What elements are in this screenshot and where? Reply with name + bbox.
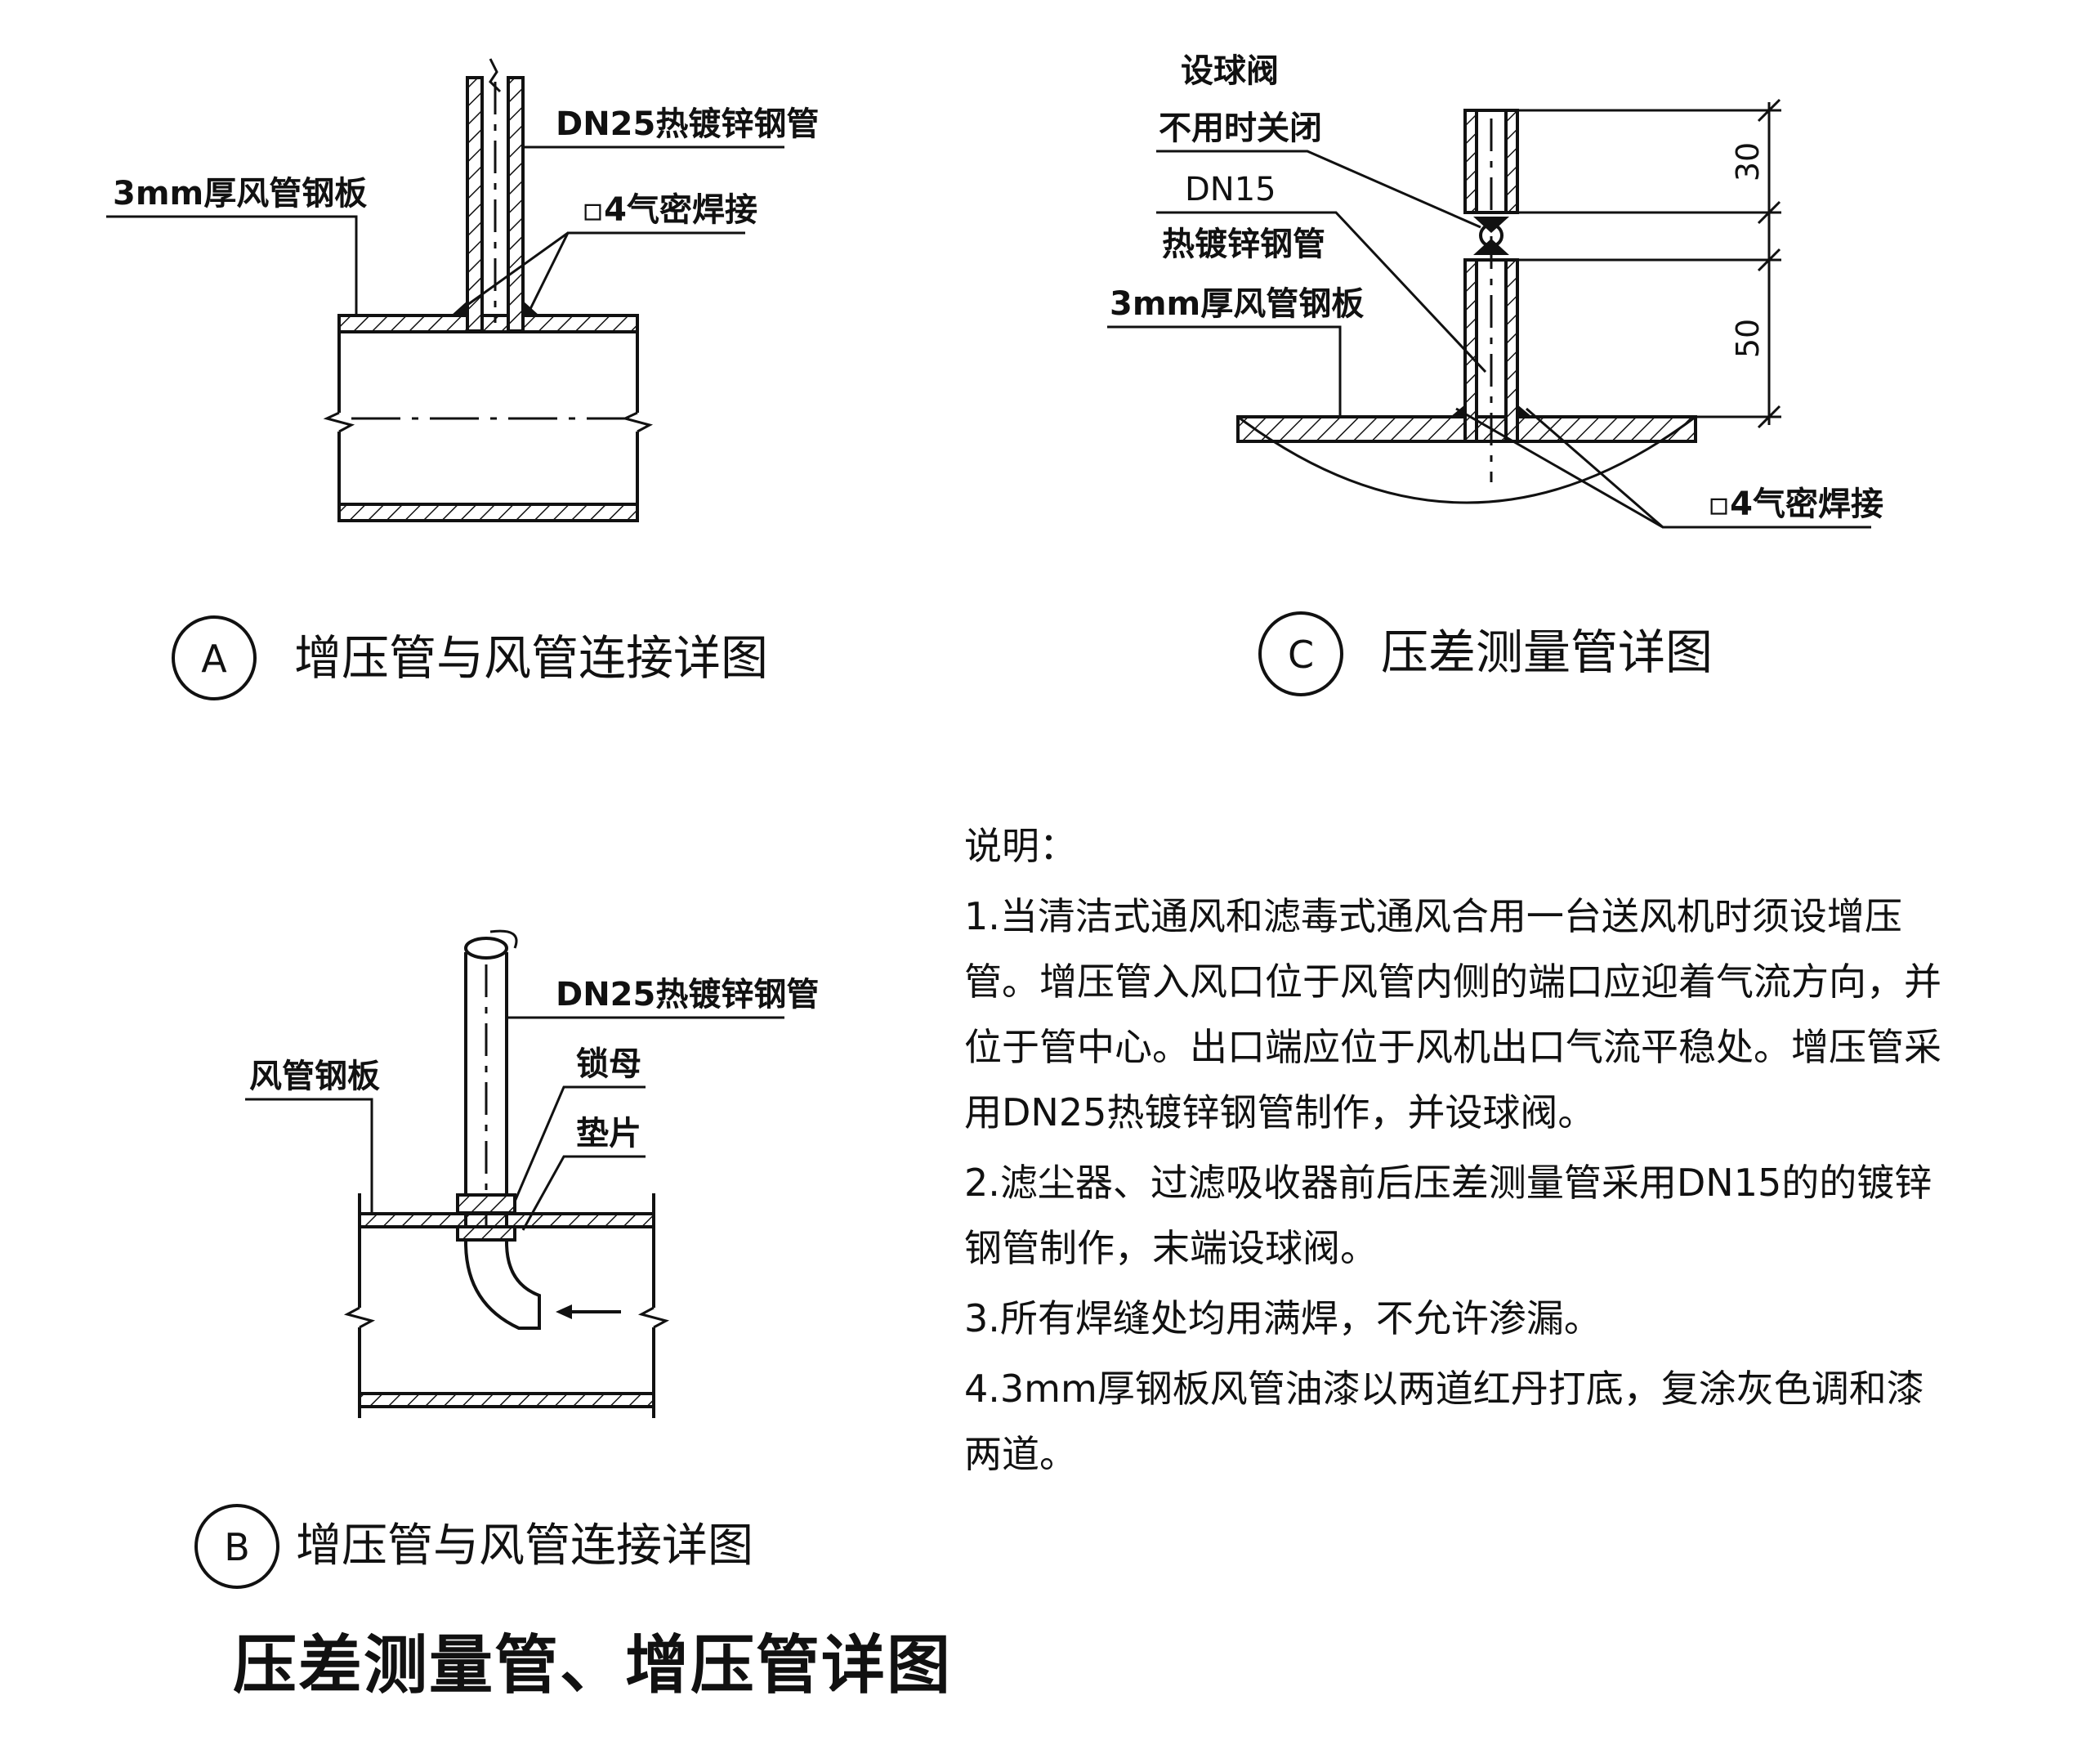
detail-c-pipe-label-2: 热镀锌钢管 — [1162, 226, 1325, 263]
detail-c-upper-pipe-left — [1463, 109, 1478, 214]
detail-a-duct-bottom-wall — [337, 503, 639, 522]
detail-a-pipe-right-wall — [507, 76, 525, 333]
detail-a-weld-leader — [528, 231, 745, 311]
detail-b-drawing — [245, 929, 784, 1418]
detail-c-upper-pipe-right — [1504, 109, 1519, 214]
detail-c-mark-circle — [1258, 611, 1343, 696]
detail-c-mark: C — [1288, 633, 1314, 677]
detail-b-caption: 增压管与风管连接详图 — [296, 1519, 753, 1573]
sheet-title: 压差测量管、增压管详图 — [233, 1629, 953, 1703]
detail-c-valve-label-2: 不用时关闭 — [1159, 110, 1322, 147]
detail-c-lower-pipe-right — [1504, 258, 1519, 443]
detail-b-washer — [456, 1225, 516, 1242]
detail-c-pipe-leader — [1156, 211, 1487, 374]
detail-a-pipe-label: DN25热镀锌钢管 — [556, 105, 819, 143]
detail-b-plate-label: 风管钢板 — [249, 1058, 380, 1095]
detail-c-valve-leader — [1156, 150, 1481, 229]
detail-a-pipe-left-wall — [466, 76, 484, 333]
detail-c-caption: 压差测量管详图 — [1381, 624, 1713, 680]
notes-item-2: 2.滤尘器、过滤吸收器前后压差测量管采用DN15的的镀锌钢管制作，末端设球阀。 — [964, 1161, 1932, 1270]
detail-b-locknut-label: 锁母 — [576, 1045, 641, 1083]
detail-b-pipe-label: DN25热镀锌钢管 — [556, 976, 819, 1013]
detail-c-plate-label: 3mm厚风管钢板 — [1110, 285, 1364, 323]
detail-a-duct-top-wall — [337, 314, 639, 333]
detail-b-mark: B — [224, 1525, 250, 1569]
detail-c-weld-label: ▫4气密焊接 — [1708, 485, 1883, 523]
detail-b-washer-leader — [521, 1155, 646, 1231]
detail-b-locknut-leader — [513, 1085, 646, 1202]
detail-a-mark-circle — [172, 615, 257, 700]
detail-a-weld-label: ▫4气密焊接 — [582, 191, 757, 229]
detail-a-mark: A — [201, 637, 227, 681]
detail-a-plate-leader — [106, 215, 358, 315]
detail-a-caption: 增压管与风管连接详图 — [294, 630, 768, 686]
detail-b-plate-leader — [245, 1098, 373, 1214]
detail-a-drawing — [106, 58, 784, 522]
detail-c-dim-upper: 30 — [1730, 142, 1766, 181]
detail-c-valve-label-1: 设球阀 — [1181, 52, 1279, 90]
notes-heading: 说明： — [964, 824, 1077, 868]
notes-item-3: 3.所有焊缝处均用满焊，不允许渗漏。 — [964, 1296, 1602, 1340]
detail-b-airflow-arrow — [556, 1304, 572, 1319]
detail-c-plate-leader — [1107, 325, 1342, 417]
detail-c-dim-lower: 50 — [1730, 319, 1766, 358]
detail-b-mark-circle — [194, 1504, 279, 1589]
notes-block: 说明： 1.当清洁式通风和滤毒式通风合用一台送风机时须设增压管。增压管入风口位于… — [964, 813, 1945, 1492]
detail-c-pipe-label-1: DN15 — [1185, 171, 1276, 208]
notes-item-4: 4.3mm厚钢板风管油漆以两道红丹打底，复涂灰色调和漆两道。 — [964, 1367, 1924, 1476]
notes-item-1: 1.当清洁式通风和滤毒式通风合用一台送风机时须设增压管。增压管入风口位于风管内侧… — [964, 894, 1941, 1134]
detail-b-locknut — [456, 1193, 516, 1215]
detail-b-washer-label: 垫片 — [576, 1115, 641, 1152]
detail-a-plate-label: 3mm厚风管钢板 — [113, 175, 367, 213]
detail-b-duct-bottom-wall — [358, 1392, 655, 1408]
detail-c-drawing — [1107, 98, 1871, 529]
detail-b-pipe-body — [464, 952, 541, 1330]
